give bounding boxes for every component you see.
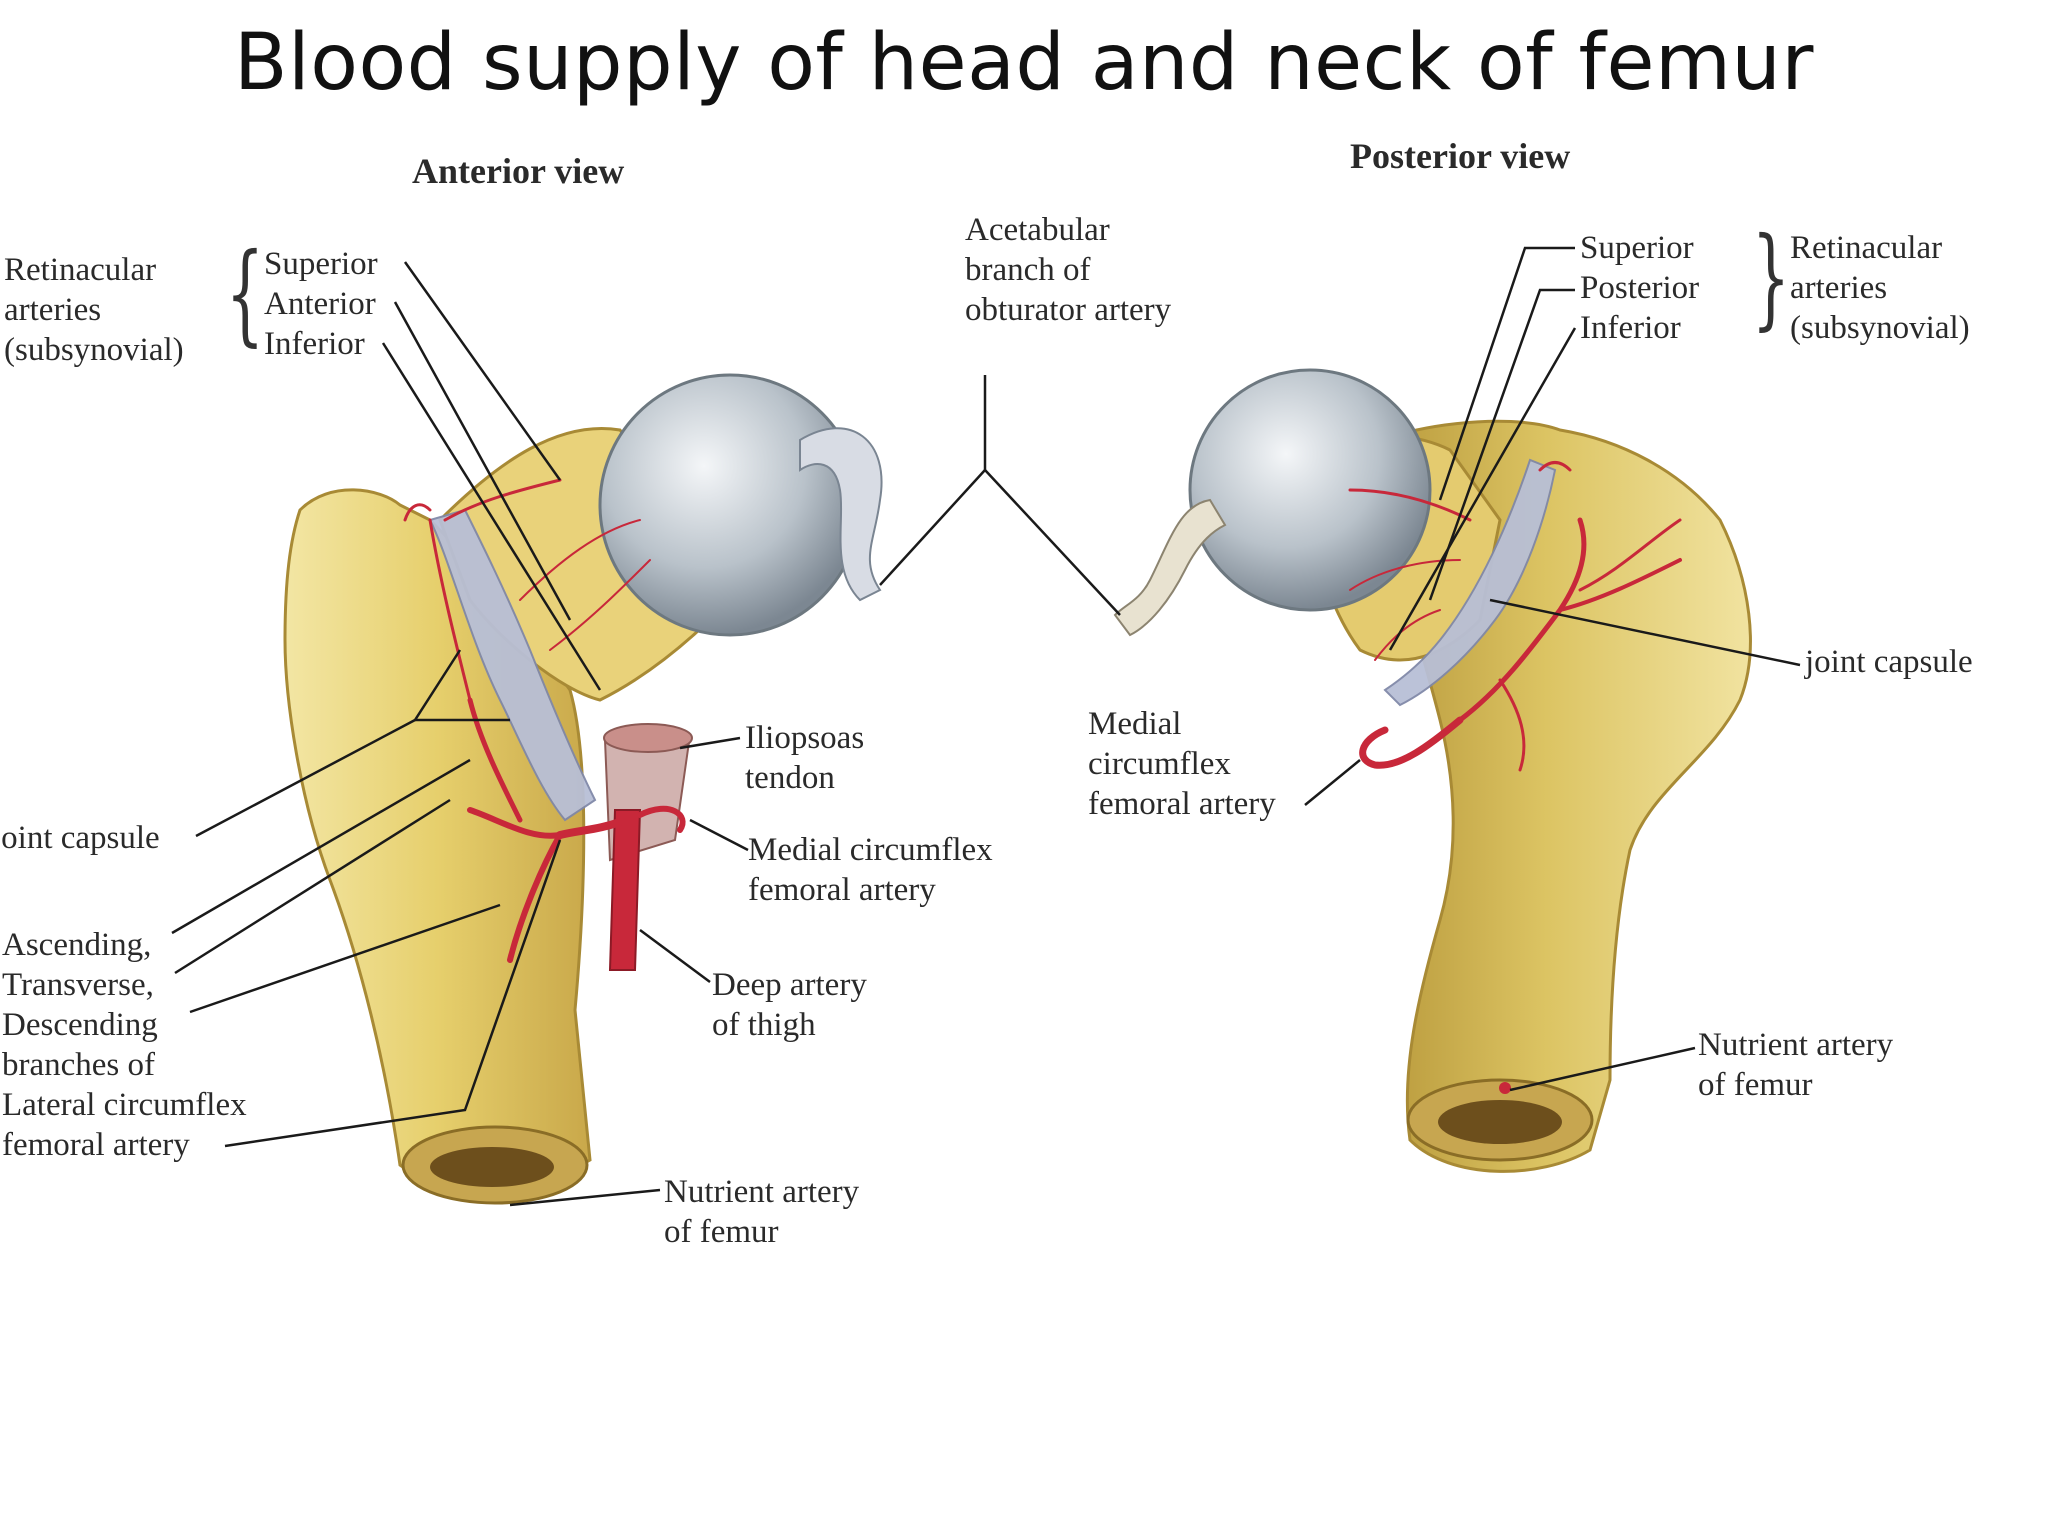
iliopsoas-tendon-label: Iliopsoas tendon — [745, 720, 865, 796]
anterior-femur-head — [598, 373, 862, 637]
posterior-medial-circumflex-label: Medial circumflex femoral artery — [1088, 706, 1276, 822]
acetabular-branch-label: Acetabular branch of obturator artery — [965, 212, 1172, 328]
deep-artery-of-thigh — [608, 809, 642, 971]
slide-title: Blood supply of head and neck of femur — [234, 18, 1814, 108]
posterior-joint-capsule — [1383, 458, 1557, 707]
posterior-joint-capsule-label: joint capsule — [1805, 644, 1973, 680]
posterior-head-ligament — [1113, 498, 1227, 637]
anterior-joint-capsule — [428, 508, 597, 822]
leader-lines — [171, 246, 1801, 1207]
anterior-retinacular-group-label: Retinacular arteries (subsynovial) — [4, 252, 184, 368]
anterior-femur — [283, 373, 883, 1205]
posterior-brace: } — [1751, 213, 1791, 341]
anterior-arteries — [403, 478, 686, 963]
posterior-retinacular-group-label: Retinacular arteries (subsynovial) — [1790, 230, 1970, 346]
anterior-brace: { — [225, 229, 265, 357]
anterior-nutrient-label: Nutrient artery of femur — [664, 1174, 860, 1250]
posterior-femur-head — [1188, 368, 1432, 612]
anterior-medial-circumflex-label: Medial circumflex femoral artery — [748, 832, 993, 908]
posterior-arteries — [1348, 461, 1682, 772]
anterior-view-title: Anterior view — [412, 151, 625, 191]
anterior-retinacular-branches: Superior Anterior Inferior — [264, 246, 378, 362]
deep-artery-label: Deep artery of thigh — [712, 967, 867, 1043]
posterior-retinacular-branches: Superior Posterior Inferior — [1580, 230, 1700, 346]
anterior-head-ligament — [799, 427, 883, 602]
posterior-femur — [1113, 368, 1752, 1173]
lateral-circumflex-branches-label: Ascending, Transverse, Descending branch… — [2, 927, 247, 1163]
posterior-nutrient-label: Nutrient artery of femur — [1698, 1027, 1894, 1103]
anterior-joint-capsule-label: joint capsule — [0, 820, 160, 856]
posterior-view-title: Posterior view — [1350, 136, 1571, 176]
